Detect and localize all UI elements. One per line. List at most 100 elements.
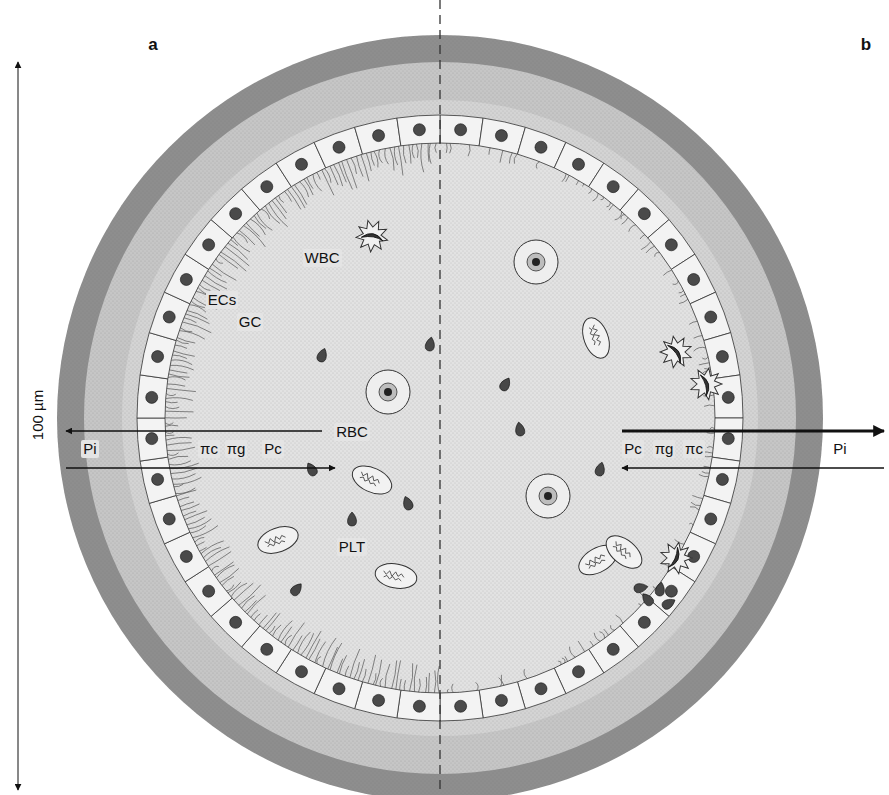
- glycocalyx-strand: [180, 502, 194, 507]
- cell-nucleus: [373, 130, 385, 142]
- glycocalyx-strand: [342, 161, 353, 189]
- leukocyte-nucleus: [700, 374, 710, 397]
- glycocalyx-strand: [404, 680, 406, 690]
- glycocalyx-strand: [166, 398, 193, 401]
- glycocalyx-strand: [313, 174, 322, 191]
- red-blood-cell: [578, 314, 615, 362]
- glycocalyx-strand: [400, 679, 402, 690]
- glycocalyx-strand: [167, 384, 185, 386]
- glycocalyx-strand: [165, 423, 173, 425]
- glycocalyx-strand: [435, 143, 437, 153]
- white-blood-cell: [526, 474, 570, 518]
- glycocalyx-strand: [514, 154, 517, 164]
- platelet: [401, 495, 414, 511]
- adherent-leukocyte: [353, 217, 391, 255]
- glycocalyx-strand: [337, 659, 343, 673]
- glycocalyx-strand: [704, 405, 715, 406]
- endothelial-cell: [397, 690, 440, 721]
- glycocalyx-strand: [375, 660, 381, 686]
- cell-nucleus: [716, 473, 728, 485]
- platelet: [514, 421, 525, 436]
- cell-nucleus: [152, 351, 164, 363]
- platelet: [639, 591, 655, 608]
- cell-nucleus: [535, 141, 547, 153]
- glycocalyx-strand: [410, 663, 413, 691]
- glycocalyx-strand: [604, 629, 609, 635]
- glycocalyx-strand: [233, 237, 250, 252]
- cell-nucleus: [573, 666, 585, 678]
- cell-nucleus: [716, 351, 728, 363]
- cell-nucleus: [163, 311, 175, 323]
- cell-nucleus: [261, 643, 273, 655]
- glycocalyx-strand: [259, 615, 268, 625]
- part-label: WBC: [303, 249, 342, 267]
- glycocalyx-strand: [412, 144, 414, 158]
- glycocalyx-strand: [285, 635, 292, 645]
- glycocalyx-strand: [334, 164, 343, 186]
- cell-nucleus: [230, 616, 242, 628]
- glycocalyx-strand: [266, 613, 280, 630]
- cell-nucleus: [373, 694, 385, 706]
- glycocalyx-strand: [254, 215, 266, 228]
- platelet: [348, 512, 357, 526]
- glycocalyx-strand: [172, 474, 196, 479]
- cell-nucleus: [705, 513, 717, 525]
- cell-nucleus: [333, 141, 345, 153]
- glycocalyx-strand: [178, 497, 189, 501]
- cell-nucleus: [607, 643, 619, 655]
- glycocalyx-strand: [576, 181, 579, 185]
- glycocalyx-strand: [428, 673, 430, 693]
- glycocalyx-strand: [500, 150, 503, 162]
- glycocalyx-strand: [558, 661, 561, 665]
- cell-nucleus: [413, 124, 425, 136]
- glycocalyx-strand: [330, 166, 338, 185]
- platelet: [425, 336, 436, 351]
- cell-nucleus: [495, 694, 507, 706]
- glycocalyx-strand: [168, 456, 188, 459]
- glycocalyx-strand: [609, 205, 613, 210]
- glycocalyx-strand: [205, 547, 229, 562]
- cell-nucleus: [638, 208, 650, 220]
- endothelial-cell: [517, 668, 565, 709]
- cell-nucleus: [146, 433, 158, 445]
- panel-letter: b: [859, 36, 873, 54]
- glycocalyx-strand: [330, 643, 342, 670]
- glycocalyx-strand: [257, 213, 273, 230]
- part-label: PLT: [337, 538, 367, 556]
- rbc-outline: [373, 561, 419, 592]
- endothelial-cell: [479, 118, 525, 154]
- glycocalyx-strand: [692, 495, 703, 498]
- glycocalyx-strand: [176, 490, 196, 496]
- glycocalyx-strand: [702, 472, 710, 474]
- glycocalyx-strand: [226, 585, 234, 591]
- glycocalyx-strand: [392, 660, 397, 688]
- glycocalyx-strand: [288, 623, 304, 648]
- glycocalyx-strand: [640, 235, 645, 239]
- platelet: [661, 596, 678, 611]
- glycocalyx-strand: [261, 209, 269, 219]
- wbc-outline: [514, 240, 558, 284]
- endothelial-cell: [704, 457, 740, 503]
- cell-nucleus: [535, 683, 547, 695]
- cell-nucleus: [455, 124, 467, 136]
- glycocalyx-strand: [187, 310, 207, 319]
- glycocalyx-strand: [476, 682, 479, 690]
- glycocalyx-strand: [185, 314, 209, 324]
- glycocalyx-strand: [317, 172, 321, 179]
- glycocalyx-strand: [689, 523, 693, 525]
- endothelial-cell: [314, 127, 362, 168]
- cell-nucleus: [573, 158, 585, 170]
- glycocalyx-strand: [165, 407, 179, 409]
- glycocalyx-strand: [358, 659, 365, 680]
- glycocalyx-strand: [673, 281, 679, 285]
- glycocalyx-strand: [234, 583, 253, 600]
- glycocalyx-strand: [429, 143, 431, 163]
- cell-nucleus: [722, 433, 734, 445]
- endothelial-cell: [440, 115, 483, 146]
- pressure-symbol: πc: [683, 440, 705, 458]
- part-label: RBC: [334, 423, 370, 441]
- wbc-nucleus: [379, 383, 397, 401]
- glycocalyx-strand: [171, 360, 192, 365]
- glycocalyx-strand: [170, 365, 194, 370]
